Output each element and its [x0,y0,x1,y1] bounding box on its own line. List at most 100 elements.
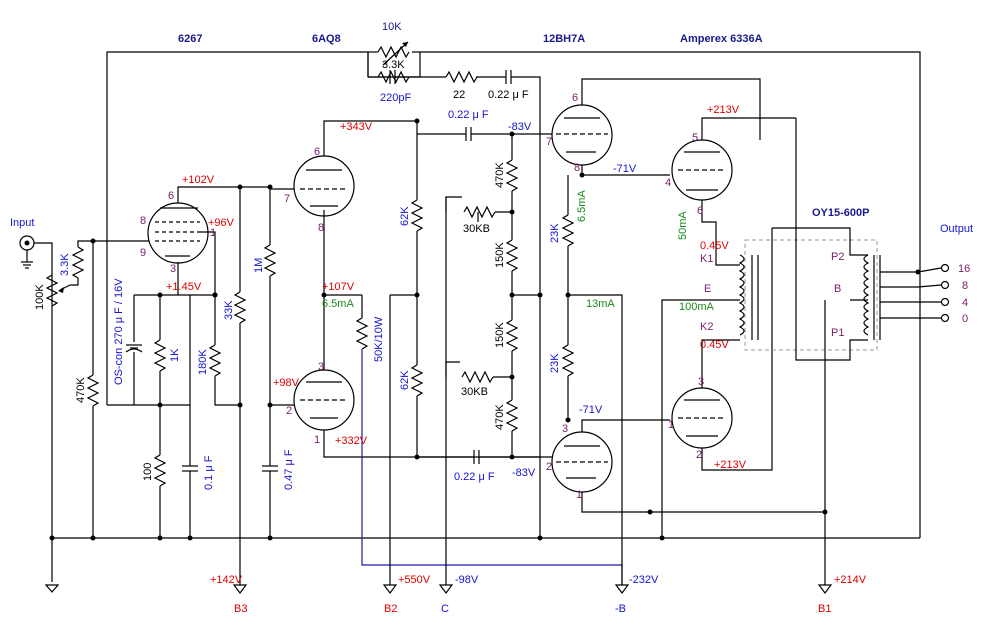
input-section [19,235,160,593]
label-0u47: 0.47 μ F [283,449,295,490]
label-62k-top: 62K [399,206,411,226]
output-taps [880,263,950,323]
label-oscon: OS-con 270 μ F / 16V [113,278,125,385]
rail-b1-voltage: +214V [834,574,867,586]
volt-213-bot: +213V [714,459,747,471]
label-50k: 50K/10W [373,316,385,362]
rail-b-voltage: -232V [629,574,659,586]
bias-divider [382,118,424,594]
pin-v3b-1: 1 [576,489,582,501]
pin-v2b-1: 1 [314,434,320,446]
feedback-network [367,41,541,538]
label-100: 100 [142,463,154,481]
pot-30kb-top [463,205,496,219]
resistor-1k [153,339,167,372]
pin-v2a-7: 7 [284,193,290,205]
current-50: 50mA [677,211,689,240]
label-180k: 180K [197,349,209,375]
resistor-470k-grid [86,374,100,407]
winding-p1: P1 [831,327,844,339]
pin-v2a-6: 6 [314,146,320,158]
pin-v1-6: 6 [168,190,174,202]
pin-v4b-3: 3 [698,376,704,388]
frame-wires [52,51,921,539]
resistor-22 [445,70,478,84]
label-1m: 1M [253,258,265,273]
volt-m83-top: -83V [508,121,532,133]
volt-107: +107V [322,281,355,293]
tube-v3b [551,419,825,513]
tap-8: 8 [962,280,968,292]
volt-m71-bot: -71V [579,404,603,416]
volt-145: +1.45V [166,281,202,293]
tube-label-v3: 12BH7A [543,33,585,45]
resistor-23k-top [561,214,575,247]
resistor-470k-bot [505,399,519,432]
tube-v3a [551,78,761,178]
winding-p2: P2 [831,251,844,263]
pin-v4a-5: 5 [692,132,698,144]
rail-b2-voltage: +550V [398,574,431,586]
resistor-10k [377,45,410,59]
rail-c-name: C [441,603,449,615]
pin-v4a-6: 6 [697,205,703,217]
tube-label-v1: 6267 [178,33,202,45]
pin-v4a-4: 4 [665,177,671,189]
resistor-180k [208,344,222,377]
v2-grid-network [262,184,296,541]
volt-045-bot: 0.45V [700,339,729,351]
pin-v1-9: 9 [140,247,146,259]
winding-k1: K1 [700,253,713,265]
label-3k3-input: 3.3K [59,253,71,276]
rail-b2-name: B2 [384,603,397,615]
current-13: 13mA [586,298,615,310]
pin-v4b-2: 2 [696,449,702,461]
v3-load [561,175,630,594]
coupling-network [417,127,553,594]
pin-v1-1: 1 [210,227,216,239]
label-fb-22: 22 [453,89,465,101]
pin-v3a-7: 7 [546,136,552,148]
volt-96: +96V [208,217,235,229]
label-150k-bot: 150K [494,322,506,348]
tube-label-v4: Amperex 6336A [680,33,763,45]
label-fb-220pf: 220pF [380,92,411,104]
tube-v4a [671,117,772,266]
winding-b: B [834,283,841,295]
volt-98: +98V [273,377,300,389]
label-fb-10k: 10K [382,21,402,33]
resistor-50k-10w [355,317,369,350]
label-30kb-top: 30KB [463,223,490,235]
label-pot-100k: 100K [34,284,46,310]
pin-v3b-3: 3 [562,423,568,435]
label-470k-bot: 470K [494,404,506,430]
resistor-100 [153,454,167,487]
winding-e: E [704,283,711,295]
label-30kb-bot: 30KB [461,386,488,398]
pot-100k [45,274,59,307]
rail-b-name: -B [615,603,626,615]
resistor-1m [263,244,277,277]
tap-16: 16 [958,263,970,275]
pin-v1-3: 3 [170,263,176,275]
tube-v2a [270,120,417,370]
v1-cathode [107,292,240,541]
input-label: Input [10,217,34,229]
pin-v3a-6: 6 [572,92,578,104]
label-fb-022: 0.22 μ F [488,89,529,101]
pin-v2a-8: 8 [318,222,324,234]
tap-4: 4 [962,297,968,309]
current-6u5-right: 6.5mA [576,190,588,222]
tube-label-v2: 6AQ8 [312,33,341,45]
label-33k: 33K [223,300,235,320]
resistor-3k3-fb [377,70,410,84]
pot-30kb-bot [461,370,494,384]
rail-b1-name: B1 [818,603,831,615]
label-0u22-top: 0.22 μ F [448,109,489,121]
pin-v2b-2: 2 [286,405,292,417]
label-23k-top: 23K [549,223,561,243]
label-470k-top: 470K [494,162,506,188]
winding-k2: K2 [700,321,713,333]
label-0u22-bot: 0.22 μ F [454,471,495,483]
